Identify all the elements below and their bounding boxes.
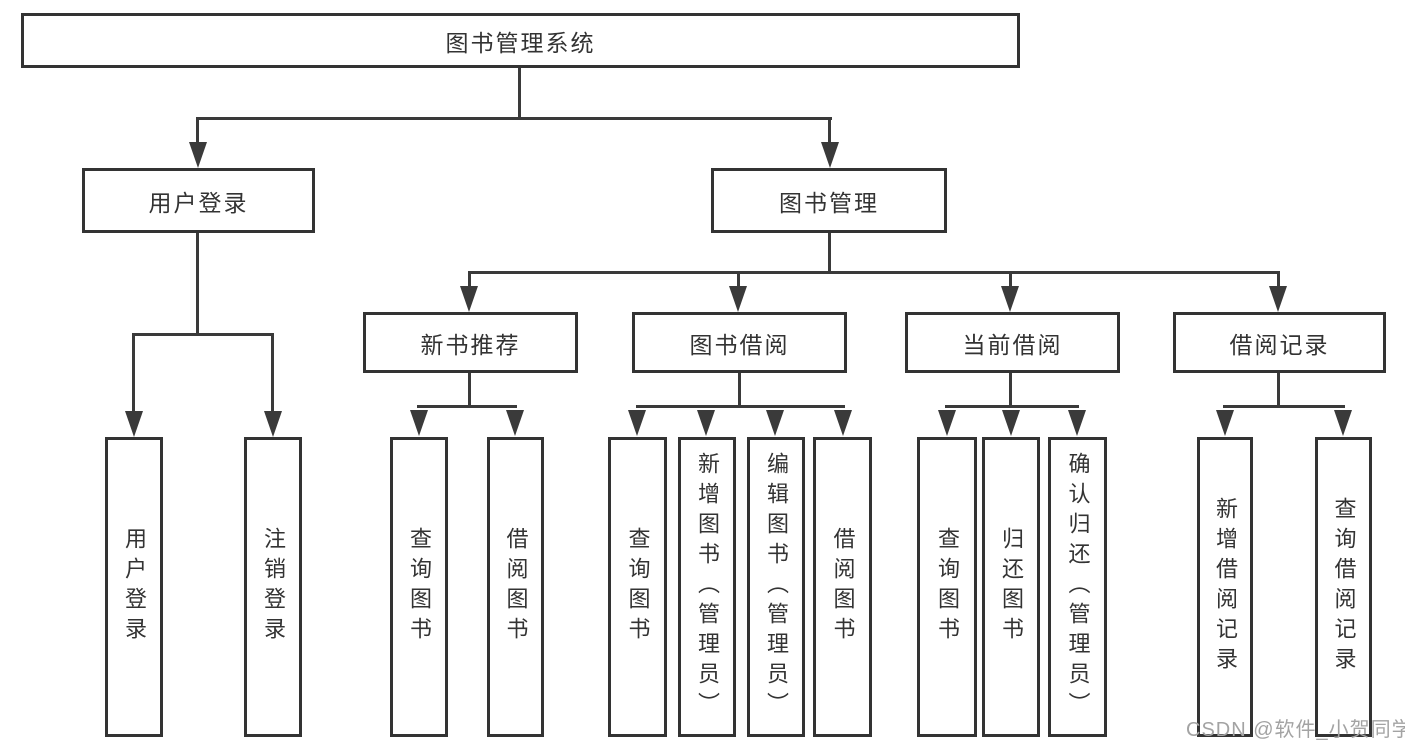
leaf-add-books-admin: 新增图书（管理员） — [678, 437, 736, 737]
leaf-query-books-recommend: 查询图书 — [390, 437, 448, 737]
watermark: CSDN @软件_小贺同学 — [1186, 719, 1405, 741]
connector-line — [196, 117, 832, 120]
arrow-down-icon — [460, 286, 478, 312]
arrow-down-icon — [1002, 410, 1020, 436]
connector-line — [196, 117, 199, 145]
node-label: 用户登录 — [122, 527, 147, 647]
node-user-login: 用户登录 — [82, 168, 315, 233]
node-borrowing-records: 借阅记录 — [1173, 312, 1386, 373]
arrow-down-icon — [189, 142, 207, 168]
arrow-down-icon — [697, 410, 715, 436]
connector-line — [196, 233, 199, 336]
connector-line — [828, 233, 831, 273]
arrow-down-icon — [1216, 410, 1234, 436]
connector-line — [1277, 373, 1280, 408]
node-label: 查询借阅记录 — [1331, 497, 1357, 677]
node-label: 新增借阅记录 — [1213, 497, 1238, 677]
arrow-down-icon — [938, 410, 956, 436]
node-label: 图书借阅 — [689, 331, 790, 358]
arrow-down-icon — [506, 410, 524, 436]
node-label: 图书管理系统 — [445, 29, 596, 56]
node-label: 新书推荐 — [420, 331, 521, 358]
arrow-down-icon — [264, 411, 282, 437]
arrow-down-icon — [1068, 410, 1086, 436]
arrow-down-icon — [1001, 286, 1019, 312]
node-label: 借阅记录 — [1229, 331, 1330, 358]
connector-line — [468, 271, 1280, 274]
connector-line — [636, 405, 845, 408]
connector-line — [468, 271, 471, 289]
node-label: 用户登录 — [148, 189, 249, 216]
connector-line — [828, 117, 831, 145]
leaf-confirm-return-admin: 确认归还（管理员） — [1048, 437, 1107, 737]
node-label: 编辑图书（管理员） — [764, 452, 789, 722]
leaf-query-books-current: 查询图书 — [917, 437, 977, 737]
arrow-down-icon — [410, 410, 428, 436]
arrow-down-icon — [821, 142, 839, 168]
connector-line — [518, 68, 521, 120]
node-label: 借阅图书 — [830, 527, 856, 647]
node-library-management-system: 图书管理系统 — [21, 13, 1020, 68]
connector-line — [1223, 405, 1345, 408]
node-book-management: 图书管理 — [711, 168, 947, 233]
node-label: 注销登录 — [261, 527, 286, 647]
leaf-query-borrow-record: 查询借阅记录 — [1315, 437, 1372, 737]
arrow-down-icon — [1334, 410, 1352, 436]
node-label: 借阅图书 — [503, 527, 529, 647]
connector-line — [271, 333, 274, 413]
connector-line — [468, 373, 471, 408]
node-label: 查询图书 — [935, 527, 960, 647]
arrow-down-icon — [729, 286, 747, 312]
arrow-down-icon — [834, 410, 852, 436]
connector-line — [737, 271, 740, 289]
arrow-down-icon — [628, 410, 646, 436]
leaf-borrow-books: 借阅图书 — [813, 437, 872, 737]
arrow-down-icon — [125, 411, 143, 437]
node-current-borrowing: 当前借阅 — [905, 312, 1120, 373]
leaf-return-books: 归还图书 — [982, 437, 1040, 737]
leaf-user-login: 用户登录 — [105, 437, 163, 737]
node-label: 当前借阅 — [962, 331, 1063, 358]
connector-line — [132, 333, 135, 413]
leaf-add-borrow-record: 新增借阅记录 — [1197, 437, 1253, 737]
connector-line — [417, 405, 517, 408]
node-label: 图书管理 — [779, 189, 879, 216]
node-label: 确认归还（管理员） — [1065, 452, 1091, 722]
connector-line — [1009, 271, 1012, 289]
connector-line — [1277, 271, 1280, 289]
connector-line — [132, 333, 274, 336]
node-new-book-recommendation: 新书推荐 — [363, 312, 578, 373]
node-label: 归还图书 — [999, 527, 1024, 647]
node-book-borrowing: 图书借阅 — [632, 312, 847, 373]
arrow-down-icon — [1269, 286, 1287, 312]
node-label: 查询图书 — [407, 527, 432, 647]
leaf-borrow-books-recommend: 借阅图书 — [487, 437, 544, 737]
arrow-down-icon — [766, 410, 784, 436]
leaf-logout: 注销登录 — [244, 437, 302, 737]
leaf-query-books-borrowing: 查询图书 — [608, 437, 667, 737]
connector-line — [1009, 373, 1012, 408]
node-label: 查询图书 — [625, 527, 651, 647]
node-label: 新增图书（管理员） — [695, 452, 720, 722]
connector-line — [945, 405, 1079, 408]
connector-line — [738, 373, 741, 408]
leaf-edit-books-admin: 编辑图书（管理员） — [747, 437, 805, 737]
